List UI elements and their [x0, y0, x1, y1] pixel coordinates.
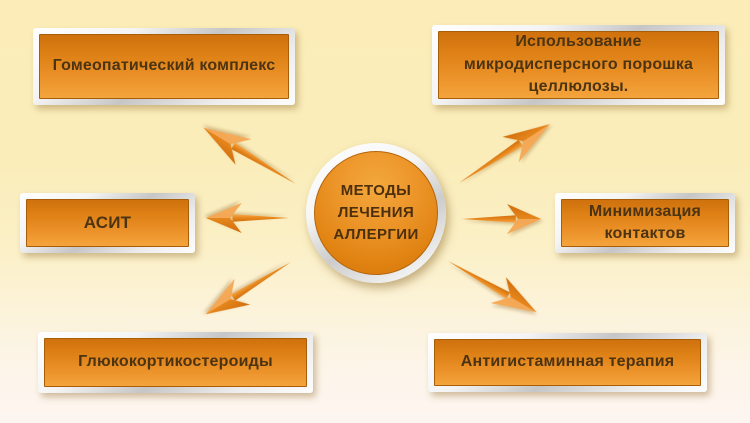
node-label: Глюкокортикостероиды [44, 338, 307, 387]
hub-label-line-3: АЛЛЕРГИИ [333, 225, 419, 243]
node-label: Гомеопатический комплекс [39, 34, 289, 99]
hub-label-line-2: ЛЕЧЕНИЯ [337, 204, 415, 222]
hub-circle: МЕТОДЫ ЛЕЧЕНИЯ АЛЛЕРГИИ [306, 143, 446, 283]
node-cellulose-powder: Использование микродисперсного порошка ц… [432, 25, 725, 105]
node-label: АСИТ [26, 199, 189, 247]
arrow-to-contact-minimization [462, 201, 541, 237]
node-label: Минимизация контактов [561, 199, 729, 247]
arrow-to-asit [206, 200, 289, 236]
arrow-to-homeopathic-complex [194, 113, 305, 200]
arrow-to-cellulose-powder [449, 109, 559, 198]
node-contact-minimization: Минимизация контактов [555, 193, 735, 253]
node-antihistamine-therapy: Антигистаминная терапия [428, 333, 707, 392]
node-homeopathic-complex: Гомеопатический комплекс [33, 28, 295, 105]
hub-label: МЕТОДЫ ЛЕЧЕНИЯ АЛЛЕРГИИ [314, 151, 438, 275]
arrow-to-glucocorticosteroids [196, 247, 300, 330]
node-label: Использование микродисперсного порошка ц… [438, 31, 719, 99]
node-label: Антигистаминная терапия [434, 339, 701, 386]
node-asit: АСИТ [20, 193, 195, 253]
hub-label-line-1: МЕТОДЫ [340, 182, 412, 200]
arrow-to-antihistamine-therapy [439, 245, 545, 327]
node-glucocorticosteroids: Глюкокортикостероиды [38, 332, 313, 393]
